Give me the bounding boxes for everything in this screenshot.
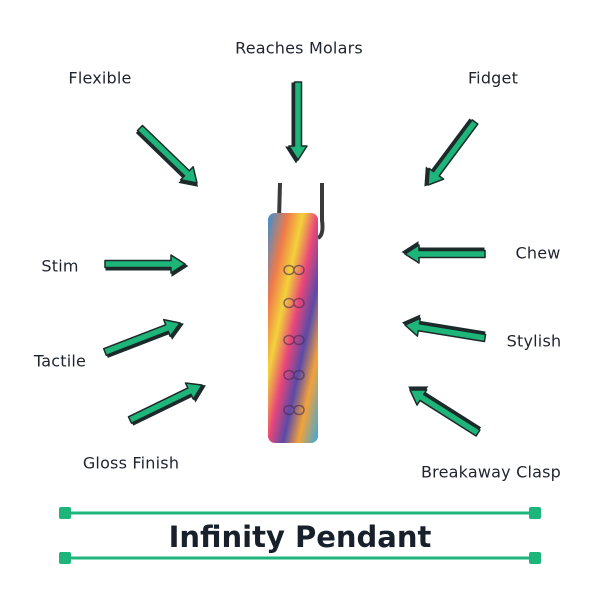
arrow-breakaway-clasp-icon <box>408 386 482 437</box>
arrow-stylish-icon <box>402 314 487 343</box>
label-flexible: Flexible <box>68 68 132 88</box>
arrow-chew-icon <box>401 241 486 264</box>
label-tactile: Tactile <box>33 351 87 371</box>
arrow-gloss-finish-icon <box>127 382 206 426</box>
arrow-reaches-molars-icon <box>285 81 308 164</box>
infinity-emboss-icons <box>283 264 305 416</box>
arrows <box>102 81 487 437</box>
label-reaches-molars: Reaches Molars <box>235 38 363 58</box>
page-title: Infinity Pendant <box>168 520 432 554</box>
label-stim: Stim <box>41 256 79 276</box>
label-fidget: Fidget <box>467 68 519 88</box>
pendant-cord-right <box>316 183 325 240</box>
title-rule-top <box>59 507 541 519</box>
pendant-body <box>268 213 318 443</box>
label-gloss-finish: Gloss Finish <box>82 453 180 473</box>
title-rule-bottom <box>59 552 541 564</box>
arrow-tactile-icon <box>102 318 184 358</box>
arrow-fidget-icon <box>424 118 479 187</box>
label-stylish: Stylish <box>506 331 562 351</box>
arrow-flexible-icon <box>135 124 199 187</box>
arrow-stim-icon <box>104 254 189 277</box>
label-breakaway-clasp: Breakaway Clasp <box>421 462 561 482</box>
pendant-image <box>268 182 325 443</box>
label-chew: Chew <box>515 243 561 263</box>
